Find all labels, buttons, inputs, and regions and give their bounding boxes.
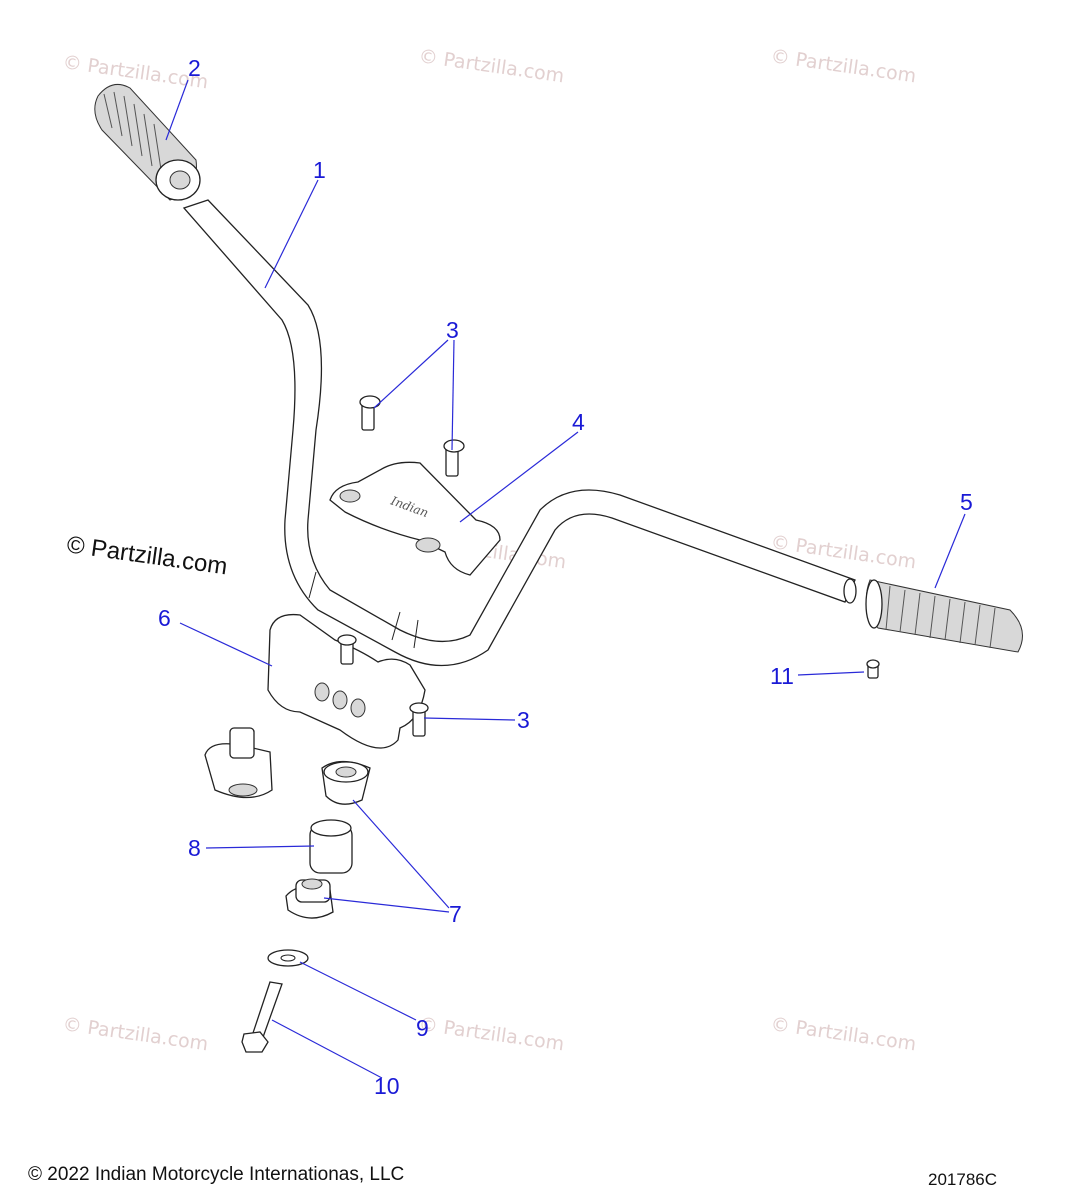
riser-cap-bolts bbox=[359, 395, 465, 477]
bushing-assembly bbox=[204, 727, 273, 799]
callout-2: 2 bbox=[188, 55, 201, 81]
washer bbox=[267, 949, 309, 967]
callout-10: 10 bbox=[374, 1073, 400, 1099]
callout-8: 8 bbox=[188, 835, 201, 861]
watermark-top-right: © Partzilla.com bbox=[769, 45, 917, 87]
riser-bolt bbox=[241, 981, 283, 1053]
riser-base-bolt bbox=[409, 702, 429, 737]
callout-5: 5 bbox=[960, 489, 973, 515]
watermark-bottom-center: © Partzilla.com bbox=[417, 1013, 565, 1055]
spacer bbox=[309, 819, 353, 874]
bushing-upper bbox=[321, 760, 371, 805]
callout-3-upper: 3 bbox=[446, 317, 459, 343]
callout-4: 4 bbox=[572, 409, 585, 435]
callout-7: 7 bbox=[449, 901, 462, 927]
callout-6: 6 bbox=[158, 605, 171, 631]
watermark-large: © Partzilla.com bbox=[65, 531, 229, 580]
left-grip bbox=[94, 83, 201, 201]
callout-9: 9 bbox=[416, 1015, 429, 1041]
leader-lines bbox=[165, 79, 966, 1079]
callout-3-lower: 3 bbox=[517, 707, 530, 733]
callout-1: 1 bbox=[313, 157, 326, 183]
watermark-bottom-left: © Partzilla.com bbox=[61, 1013, 209, 1055]
handlebar bbox=[182, 199, 857, 667]
riser-base bbox=[267, 613, 426, 749]
right-grip bbox=[865, 579, 1023, 653]
copyright-notice: © 2022 Indian Motorcycle Internationas, … bbox=[28, 1164, 405, 1185]
callouts: 1 2 3 4 5 6 3 7 8 9 10 11 bbox=[158, 55, 973, 1099]
drawing-number: 201786C bbox=[928, 1170, 998, 1189]
bushing-lower bbox=[285, 878, 334, 919]
grip-screw bbox=[866, 659, 880, 679]
callout-11: 11 bbox=[770, 663, 794, 689]
riser-cap: Indian bbox=[329, 461, 501, 576]
watermark-top-center: © Partzilla.com bbox=[417, 45, 565, 87]
watermark-bottom-right: © Partzilla.com bbox=[769, 1013, 917, 1055]
